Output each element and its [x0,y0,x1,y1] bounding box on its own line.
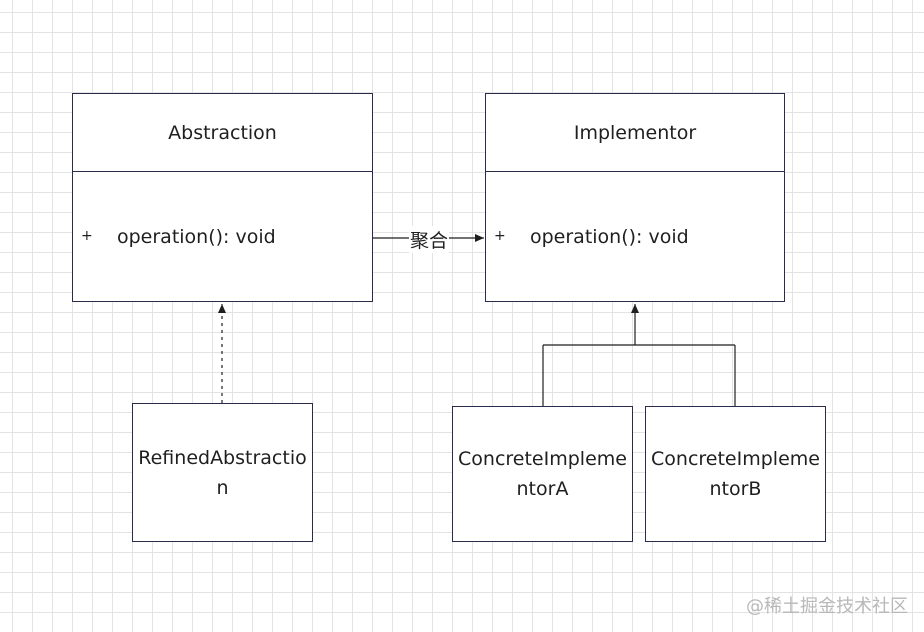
implementor-method-visibility: + [494,228,506,244]
concrete-implementor-b-label-line2: ntorB [709,478,762,500]
aggregation-label: 聚合 [409,226,450,253]
concrete-implementor-b-class[interactable]: ConcreteImpleme ntorB [645,406,826,542]
concrete-implementor-b-label-line1: ConcreteImpleme [651,448,820,470]
refined-abstraction-label: RefinedAbstractio n [138,443,306,503]
abstraction-methods: + operation(): void [73,172,372,302]
refined-abstraction-label-line2: n [216,476,229,499]
implementor-methods: + operation(): void [486,172,784,302]
concrete-implementor-a-class[interactable]: ConcreteImpleme ntorA [452,406,633,542]
refined-abstraction-class[interactable]: RefinedAbstractio n [132,403,313,542]
abstraction-class-name: Abstraction [73,94,372,172]
abstraction-method-visibility: + [81,228,93,244]
concrete-implementor-a-label-line2: ntorA [516,478,569,500]
refined-abstraction-label-line1: RefinedAbstractio [138,446,307,469]
watermark: @稀土掘金技术社区 [746,596,908,617]
abstraction-method: operation(): void [117,226,276,248]
concrete-implementor-a-label: ConcreteImpleme ntorA [458,444,627,504]
concrete-implementor-b-label: ConcreteImpleme ntorB [651,444,820,504]
implementation-connector [542,304,736,406]
implementor-class[interactable]: Implementor + operation(): void [485,93,785,302]
concrete-implementor-a-label-line1: ConcreteImpleme [458,448,627,470]
implementor-class-name: Implementor [486,94,784,172]
abstraction-class[interactable]: Abstraction + operation(): void [72,93,373,302]
implementor-method: operation(): void [530,226,689,248]
